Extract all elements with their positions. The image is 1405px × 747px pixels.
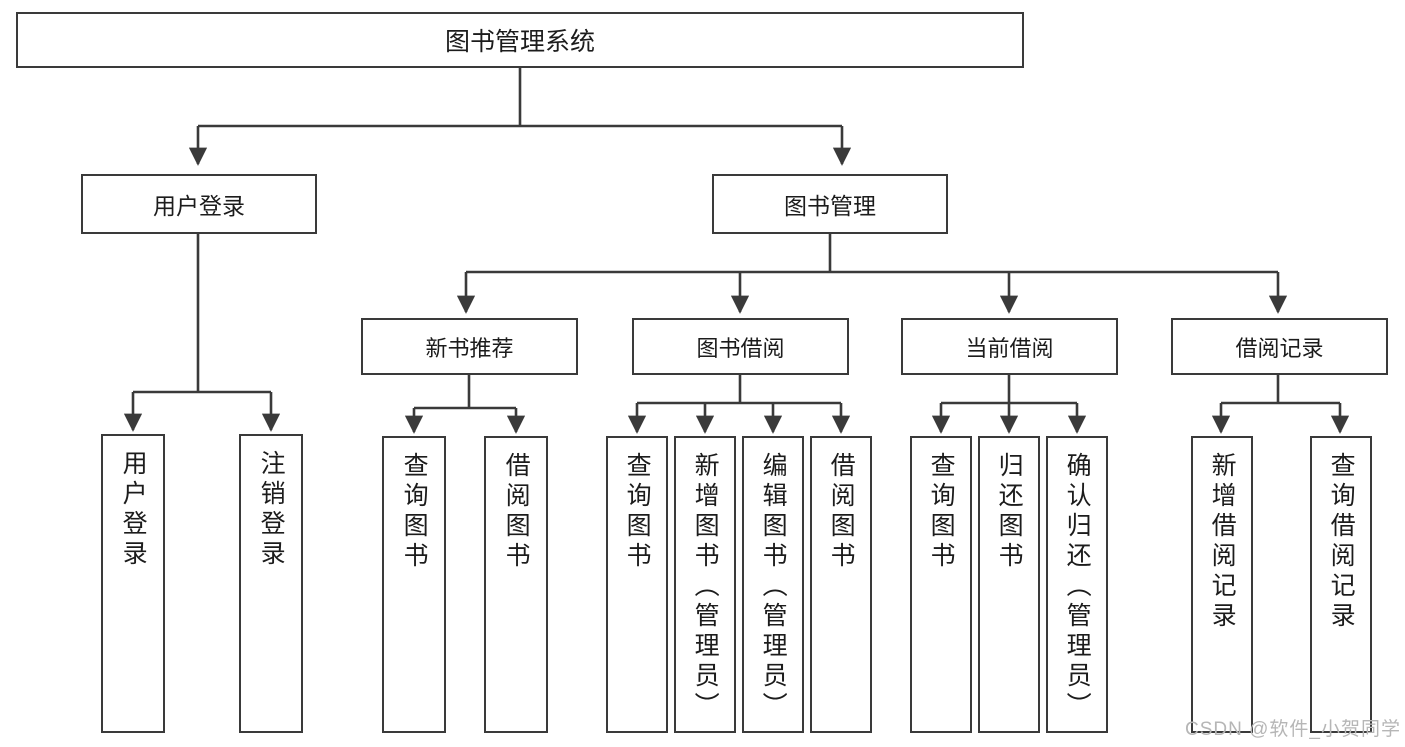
leaf-add-book-admin[interactable]: 新增图书（管理员） [674,436,736,733]
node-book-management-label: 图书管理 [784,193,876,219]
node-book-borrow-label: 图书借阅 [696,335,785,361]
leaf-query-book-current[interactable]: 查询图书 [910,436,972,733]
node-borrow-records-label: 借阅记录 [1235,335,1324,361]
leaf-query-book-recommend-label: 查询图书 [400,452,429,572]
leaf-query-borrow-record[interactable]: 查询借阅记录 [1310,436,1372,733]
node-new-book-recommend-label: 新书推荐 [425,335,514,361]
leaf-logout[interactable]: 注销登录 [239,434,303,733]
leaf-query-book-current-label: 查询图书 [927,452,956,572]
leaf-edit-book-admin-label: 编辑图书（管理员） [759,452,788,722]
leaf-logout-label: 注销登录 [257,450,286,570]
leaf-add-borrow-record-label: 新增借阅记录 [1208,452,1237,632]
leaf-confirm-return-admin[interactable]: 确认归还（管理员） [1046,436,1108,733]
leaf-borrow-book-label: 借阅图书 [827,452,856,572]
node-current-borrow-label: 当前借阅 [965,335,1054,361]
node-root-label: 图书管理系统 [444,28,595,56]
node-user-login-label: 用户登录 [153,193,245,219]
leaf-return-book-label: 归还图书 [995,452,1024,572]
node-book-management[interactable]: 图书管理 [712,174,948,234]
leaf-user-login[interactable]: 用户登录 [101,434,165,733]
leaf-query-borrow-record-label: 查询借阅记录 [1327,452,1356,632]
leaf-query-book-borrow[interactable]: 查询图书 [606,436,668,733]
leaf-borrow-book-recommend[interactable]: 借阅图书 [484,436,548,733]
node-book-borrow[interactable]: 图书借阅 [632,318,849,375]
node-current-borrow[interactable]: 当前借阅 [901,318,1118,375]
leaf-query-book-recommend[interactable]: 查询图书 [382,436,446,733]
leaf-add-borrow-record[interactable]: 新增借阅记录 [1191,436,1253,733]
watermark: CSDN @软件_小贺同学 [1185,719,1401,740]
leaf-add-book-admin-label: 新增图书（管理员） [691,452,720,722]
node-new-book-recommend[interactable]: 新书推荐 [361,318,578,375]
leaf-edit-book-admin[interactable]: 编辑图书（管理员） [742,436,804,733]
leaf-user-login-label: 用户登录 [119,450,148,570]
node-borrow-records[interactable]: 借阅记录 [1171,318,1388,375]
leaf-borrow-book[interactable]: 借阅图书 [810,436,872,733]
leaf-return-book[interactable]: 归还图书 [978,436,1040,733]
leaf-query-book-borrow-label: 查询图书 [623,452,652,572]
leaf-borrow-book-recommend-label: 借阅图书 [502,452,531,572]
node-root[interactable]: 图书管理系统 [16,12,1024,68]
node-user-login[interactable]: 用户登录 [81,174,317,234]
leaf-confirm-return-admin-label: 确认归还（管理员） [1063,452,1092,722]
